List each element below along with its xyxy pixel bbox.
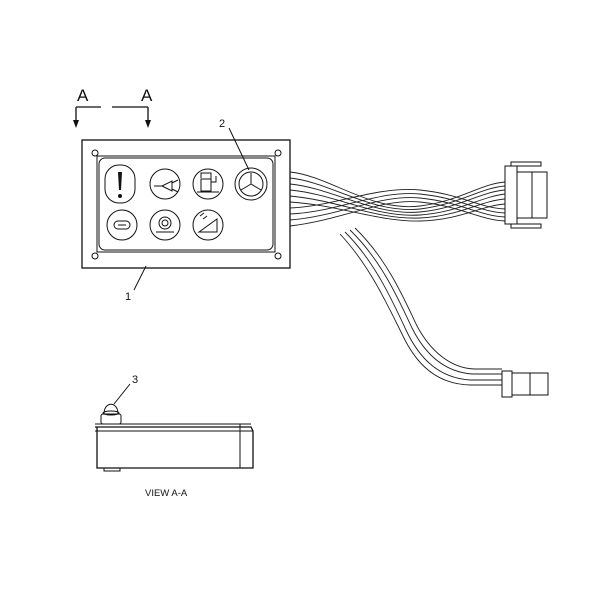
transmission-icon <box>106 209 138 241</box>
selector-switch-icon[interactable] <box>234 167 268 201</box>
mounting-hole <box>91 149 99 157</box>
panel-face <box>96 155 276 253</box>
mounting-hole <box>274 252 282 260</box>
control-panel <box>81 139 291 269</box>
section-arrow-right <box>145 120 151 128</box>
wiring-harness <box>289 171 506 386</box>
panel-side-profile <box>95 426 254 469</box>
brake-icon <box>149 209 181 241</box>
section-letter-right: A <box>141 86 153 105</box>
callout-3: 3 <box>113 374 138 405</box>
slope-icon <box>192 209 224 241</box>
view-caption: VIEW A-A <box>145 488 188 499</box>
section-cut-line <box>75 106 149 122</box>
panel-bezel <box>81 139 291 269</box>
section-marker: A A <box>73 86 153 128</box>
mounting-hole <box>91 252 99 260</box>
view-a-a <box>95 403 254 472</box>
callout-number: 3 <box>132 374 138 386</box>
horn-icon <box>149 168 181 200</box>
callout-2: 2 <box>219 118 250 171</box>
harness-connector-lower <box>501 370 549 398</box>
harness-connector-upper <box>504 161 548 229</box>
section-arrow-left <box>73 120 79 128</box>
fuel-pump-icon <box>192 168 224 200</box>
callout-number: 1 <box>125 291 131 303</box>
section-letter-left: A <box>77 86 89 105</box>
knob <box>100 403 122 425</box>
mounting-hole <box>274 149 282 157</box>
callout-number: 2 <box>219 118 225 130</box>
warning-icon <box>104 164 136 204</box>
callout-1: 1 <box>125 265 147 303</box>
